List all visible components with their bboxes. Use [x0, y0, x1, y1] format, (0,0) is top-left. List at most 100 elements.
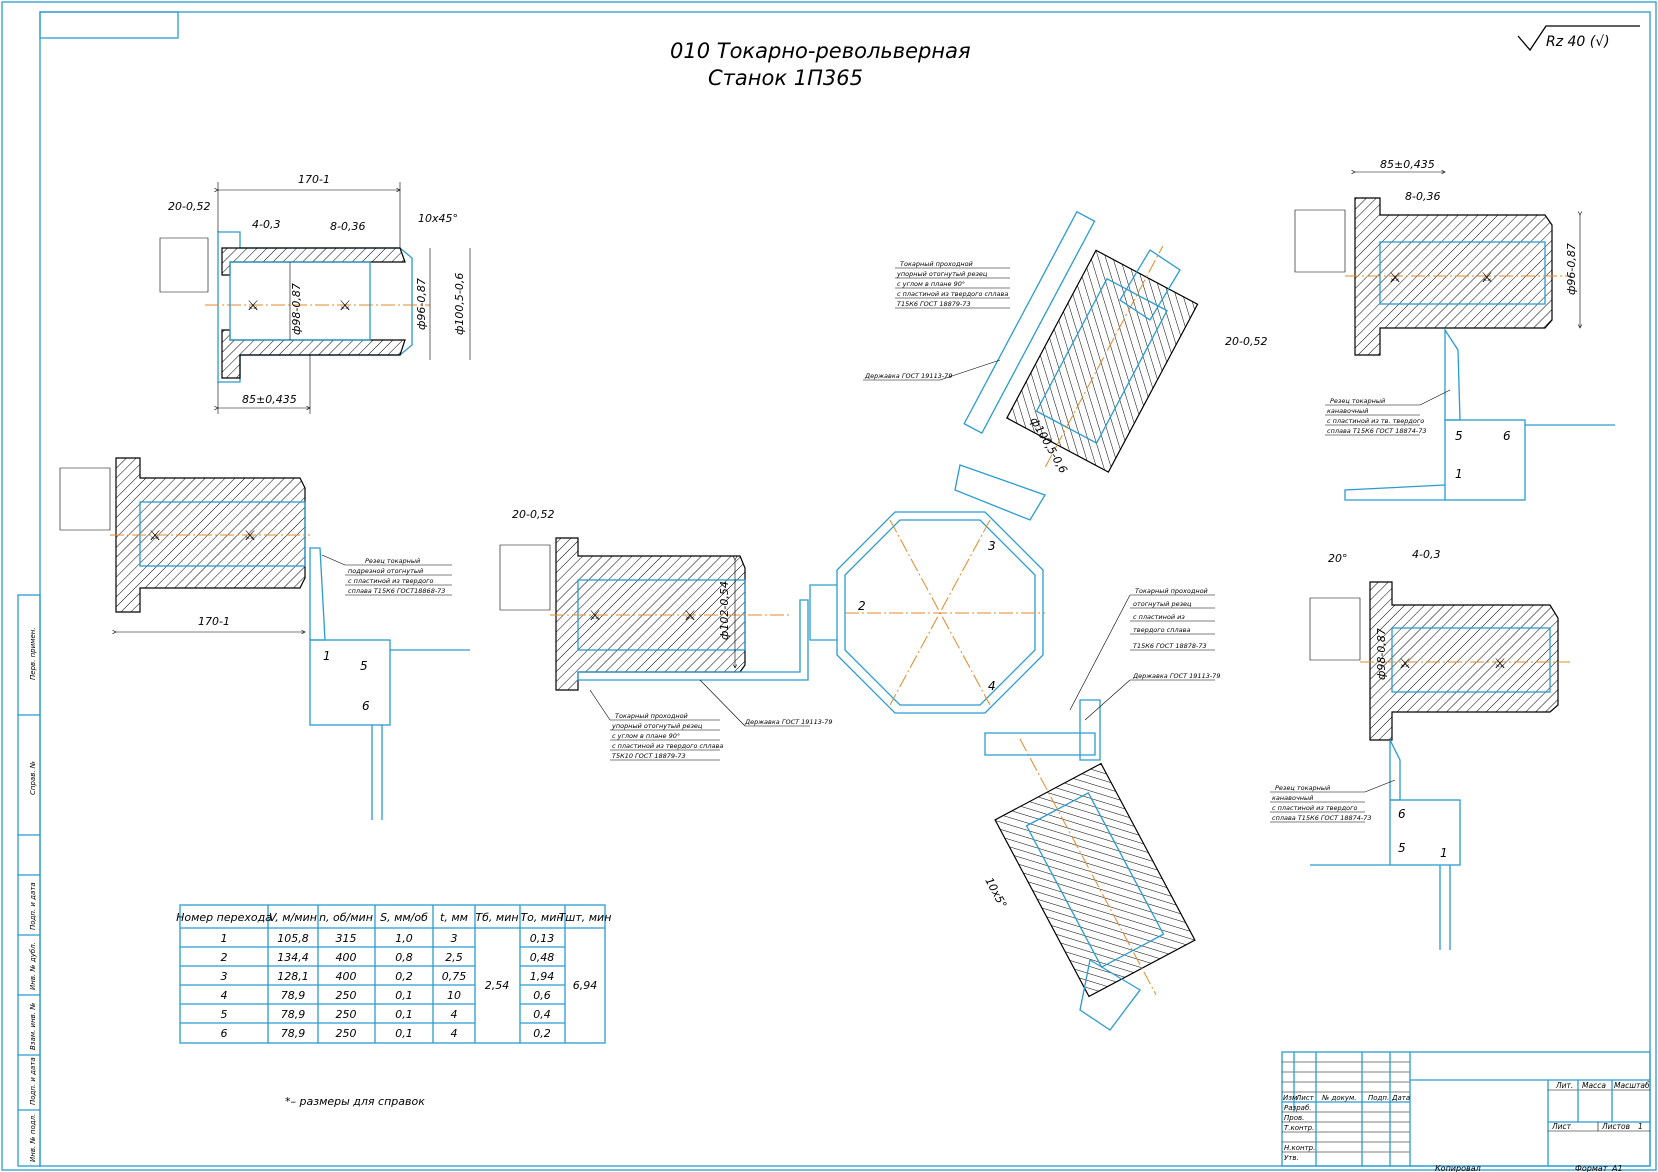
r5-c2: 250	[336, 1027, 357, 1040]
part-view-turret-lower: 10х5° Токарный проходной отогнутый резец…	[982, 587, 1220, 1031]
r3-c3: 0,1	[395, 989, 413, 1002]
r4-c0: 5	[221, 1008, 228, 1021]
pos-right-bottom-6: 6	[1398, 807, 1406, 821]
r3-c2: 250	[336, 989, 357, 1002]
r1-c2: 400	[336, 951, 357, 964]
dim-phi96-right: ф96-0,87	[1565, 243, 1578, 295]
th-4: t, мм	[440, 911, 468, 924]
tool-center-line2: упорный отогнутый резец	[611, 722, 703, 730]
svg-text:⚔: ⚔	[150, 528, 160, 544]
dim-20-center: 20-0,52	[512, 508, 554, 521]
part-view-turret-upper: 20-0,52 ф100,5-0,6 Токарный проходной уп…	[863, 210, 1267, 521]
dim-20-top: 20-0,52	[168, 200, 210, 213]
pos-right-top-6: 6	[1503, 429, 1511, 443]
tb-col-list: Лист	[1295, 1094, 1315, 1102]
r2-c2: 400	[336, 970, 357, 983]
tb-row-dev: Разраб.	[1284, 1104, 1312, 1112]
stamp-3: Подп. и дата	[29, 882, 37, 930]
side-stamps: Перв. примен. Справ. № Подп. и дата Инв.…	[17, 594, 41, 1167]
r1-c1: 134,4	[277, 951, 309, 964]
pos-right-top-1: 1	[1455, 467, 1463, 481]
tool-turret-top-line3: с углом в плане 90°	[897, 280, 965, 288]
svg-text:⚔: ⚔	[1390, 270, 1400, 286]
tb-lit: Лит.	[1555, 1081, 1573, 1090]
dim-8-right: 8-0,36	[1405, 190, 1440, 203]
dim-phi102: ф102-0,54	[718, 581, 731, 640]
tool-center-line3: с углом в плане 90°	[612, 732, 680, 740]
tool-left-line1: Резец токарный	[365, 557, 420, 565]
r3-c0: 4	[221, 989, 228, 1002]
tb-col-izm: Изм	[1283, 1094, 1298, 1102]
pos-right-top-5: 5	[1455, 429, 1463, 443]
tb-row-ncontr: Н.контр.	[1284, 1144, 1315, 1152]
svg-text:⚔: ⚔	[248, 298, 258, 314]
stamp-4: Инв. № дубл.	[29, 942, 37, 990]
th-0: Номер перехода	[176, 911, 272, 924]
r4-c1: 78,9	[281, 1008, 306, 1021]
pos-right-bottom-1: 1	[1440, 846, 1448, 860]
r1-c4: 2,5	[445, 951, 463, 964]
part-view-top-left: ⚔ ⚔ 170-1 20-0,52 4-0,3 8-0,36 10х45° ф9…	[159, 173, 471, 414]
operation-title: 010 Токарно-револьверная	[670, 39, 971, 63]
pos-left-5: 5	[360, 659, 368, 673]
roughness-text: Rz 40 (√)	[1546, 34, 1610, 50]
r5-c4: 4	[451, 1027, 458, 1040]
svg-text:⚔: ⚔	[245, 528, 255, 544]
r2-c3: 0,2	[395, 970, 413, 983]
tb-sheet: Лист	[1551, 1122, 1572, 1131]
dim-4-top: 4-0,3	[252, 218, 280, 231]
r5-c3: 0,1	[395, 1027, 413, 1040]
dim-phi1005-top: ф100,5-0,6	[453, 273, 466, 335]
tool-turret-right-line2: отогнутый резец	[1133, 600, 1192, 608]
dim-4-right: 4-0,3	[1412, 548, 1440, 561]
dim-170-left: 170-1	[198, 615, 230, 628]
r1-c5: 0,48	[530, 951, 555, 964]
r0-c4: 3	[451, 932, 458, 945]
tool-right-top-line2: канавочный	[1327, 407, 1368, 415]
title-block: Изм Лист № докум. Подп. Дата Разраб. Про…	[1281, 1051, 1651, 1167]
tb-sheets-value: 1	[1638, 1122, 1643, 1131]
tb-mass: Масса	[1582, 1081, 1606, 1090]
r2-c1: 128,1	[277, 970, 309, 983]
tb-copied: Копировал	[1435, 1164, 1481, 1172]
th-3: S, мм/об	[380, 911, 428, 924]
tool-center-line5: Т5К10 ГОСТ 18879-73	[612, 752, 686, 760]
r4-c4: 4	[451, 1008, 458, 1021]
stamp-1: Перв. примен.	[29, 627, 37, 680]
tb-row-approve: Утв.	[1284, 1154, 1299, 1162]
turret-head: 2 3 4	[809, 511, 1045, 714]
dim-10x5: 10х5°	[982, 875, 1009, 910]
r3-c1: 78,9	[281, 989, 306, 1002]
holder-center: Державка ГОСТ 19113-79	[744, 718, 832, 726]
r1-c3: 0,8	[395, 951, 413, 964]
tb-scale: Масштаб	[1614, 1081, 1650, 1090]
tb-col-sign: Подп.	[1368, 1094, 1389, 1102]
tb-row-check: Пров.	[1284, 1114, 1304, 1122]
svg-text:⚔: ⚔	[1400, 656, 1410, 672]
r2-c0: 3	[221, 970, 228, 983]
dim-10x45: 10х45°	[418, 212, 458, 225]
turret-pos-4: 4	[988, 679, 996, 693]
svg-text:⚔: ⚔	[685, 608, 695, 624]
dim-20-turret: 20-0,52	[1225, 335, 1267, 348]
r5-c0: 6	[221, 1027, 228, 1040]
dim-phi98-top: ф98-0,87	[290, 283, 303, 335]
holder-turret-right: Державка ГОСТ 19113-79	[1132, 672, 1220, 680]
tool-right-bottom-line4: сплава Т15К6 ГОСТ 18874-73	[1272, 814, 1372, 822]
tb-format-value: А1	[1611, 1164, 1623, 1172]
r0-c3: 1,0	[395, 932, 413, 945]
tool-right-top-line1: Резец токарный	[1330, 397, 1385, 405]
tool-turret-right-line5: Т15К6 ГОСТ 18878-73	[1133, 642, 1207, 650]
tool-left-line4: сплава Т15К6 ГОСТ18868-73	[348, 587, 445, 595]
r1-c0: 2	[221, 951, 228, 964]
turret-pos-3: 3	[988, 539, 996, 553]
th-1: V, м/мин	[269, 911, 317, 924]
tb-format: Формат	[1575, 1164, 1608, 1172]
tool-turret-top-line2: упорный отогнутый резец	[896, 270, 988, 278]
th-6: То, мин	[520, 911, 563, 924]
part-view-right-bottom: ⚔ ⚔ 20° 4-0,3 ф98-0,87 6 5 1 Резец токар…	[1270, 548, 1570, 950]
roughness-symbol: Rz 40 (√)	[1517, 25, 1640, 52]
reference-note: *– размеры для справок	[285, 1095, 425, 1108]
